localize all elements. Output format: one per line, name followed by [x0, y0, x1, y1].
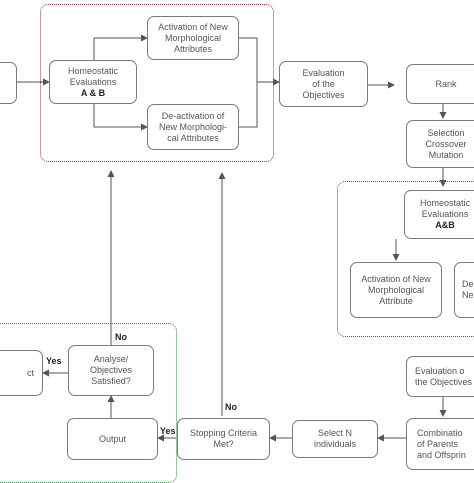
evaluation-objectives-top: Evaluation of the Objectives — [279, 61, 368, 107]
no-label-analyse: No — [115, 332, 127, 342]
select-n-individuals: Select N individuals — [292, 420, 378, 458]
arrow-homeostatic-to-deactivation — [93, 104, 148, 131]
activation-new-attribute-right: Activation of New Morphological Attribut… — [350, 262, 442, 318]
right-process-group — [337, 181, 474, 337]
yes-label-analyse: Yes — [46, 356, 62, 366]
combination-parents-offspring: Combinatio of Parents and Offsprin — [406, 418, 474, 470]
analyse-objectives-decision: Analyse/ Objectives Satisfied? — [68, 345, 154, 396]
homeostatic-evaluations-top: Homeostatic Evaluations A & B — [49, 60, 137, 104]
arrow-activation-to-evaluation — [239, 37, 280, 86]
arrow-homeostatic-to-activation — [93, 34, 148, 60]
arrow-deactivation-to-evaluation — [239, 82, 258, 128]
yes-label-stopping: Yes — [160, 426, 176, 436]
activation-new-attributes-top: Activation of New Morphological Attribut… — [147, 16, 239, 60]
left-partial-box: ct — [0, 350, 43, 396]
no-label-stopping: No — [225, 402, 237, 412]
selection-crossover-mutation: Selection Crossover Mutation — [406, 120, 474, 168]
evaluation-objectives-right: Evaluation o the Objectives — [406, 356, 474, 397]
homeostatic-evaluations-right: Homeostatic Evaluations A&B — [404, 190, 474, 239]
output-box: Output — [67, 418, 158, 460]
stopping-criteria-decision: Stopping Criteria Met? — [177, 418, 270, 460]
deactivation-new-attributes-top: De-activation of New Morphologi- cal Att… — [147, 104, 239, 150]
deactivation-right-partial: De Ne — [454, 262, 474, 318]
rank-box: Rank — [406, 64, 474, 104]
input-box — [0, 62, 17, 104]
